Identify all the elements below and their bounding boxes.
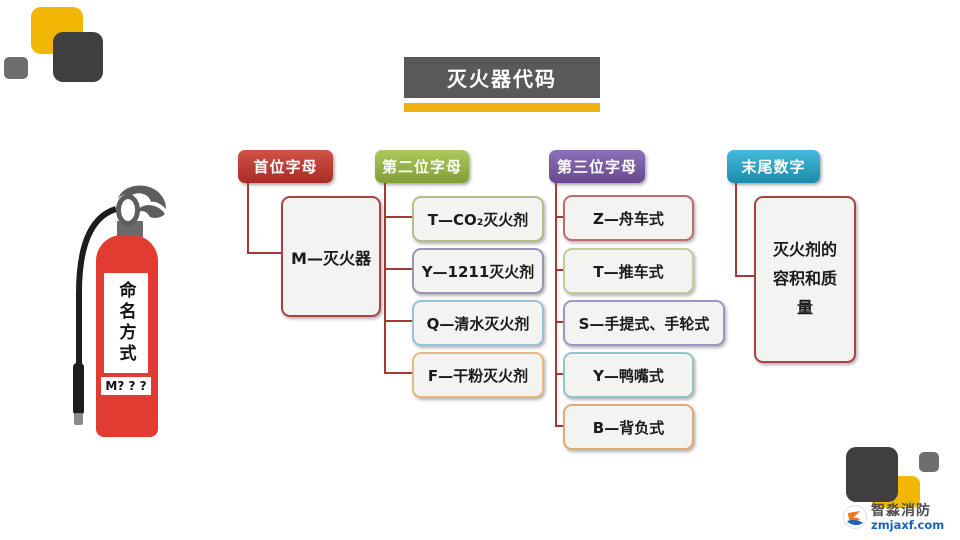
node-y-1211-agent: Y—1211灭火剂 (412, 248, 544, 294)
node-q-water-agent: Q—清水灭火剂 (412, 300, 544, 346)
connector-line (384, 216, 412, 218)
brand-name: 智淼消防 (871, 503, 931, 519)
connector-line (735, 275, 756, 277)
connector-line (384, 268, 412, 270)
header-third-letter: 第三位字母 (549, 150, 645, 183)
connector-line (384, 320, 412, 322)
connector-line (555, 425, 565, 427)
decor-square-dark-bottomright (846, 447, 898, 502)
node-m-extinguisher: M—灭火器 (281, 196, 381, 317)
connector-line (555, 183, 557, 427)
node-f-powder-agent: F—干粉灭火剂 (412, 352, 544, 398)
connector-line (555, 373, 565, 375)
node-y-duckbill-type: Y—鸭嘴式 (563, 352, 694, 398)
connector-line (555, 269, 565, 271)
title-underline (404, 103, 600, 112)
node-t-co2-agent: T—CO₂灭火剂 (412, 196, 544, 242)
connector-line (384, 183, 386, 374)
header-first-letter: 首位字母 (238, 150, 333, 183)
brand-logo-icon (843, 505, 867, 530)
node-b-backpack-type: B—背负式 (563, 404, 694, 450)
connector-line (555, 321, 565, 323)
node-z-vehicle-type: Z—舟车式 (563, 195, 694, 241)
connector-line (247, 252, 281, 254)
extinguisher-hose-and-head-icon (73, 185, 166, 425)
header-second-letter: 第二位字母 (375, 150, 469, 183)
decor-square-gray-bottomright (919, 452, 939, 472)
connector-line (555, 216, 565, 218)
decor-square-gray-topleft (4, 57, 28, 79)
extinguisher-label-naming: 命名方式 (104, 273, 148, 373)
connector-line (384, 372, 412, 374)
decor-square-dark-topleft (53, 32, 103, 82)
connector-line (247, 183, 249, 254)
extinguisher-label-code: M? ? ? (101, 377, 151, 395)
node-volume-and-mass: 灭火剂的容积和质量 (754, 196, 856, 363)
header-ending-number: 末尾数字 (727, 150, 820, 183)
brand-url: zmjaxf.com (871, 517, 945, 532)
brand-logo: 智淼消防 zmjaxf.com (843, 504, 944, 531)
node-s-portable-type: S—手提式、手轮式 (563, 300, 725, 346)
page-title: 灭火器代码 (404, 57, 600, 98)
node-t-cart-type: T—推车式 (563, 248, 694, 294)
connector-line (735, 183, 737, 277)
fire-extinguisher-illustration: 命名方式 M? ? ? (60, 185, 180, 440)
